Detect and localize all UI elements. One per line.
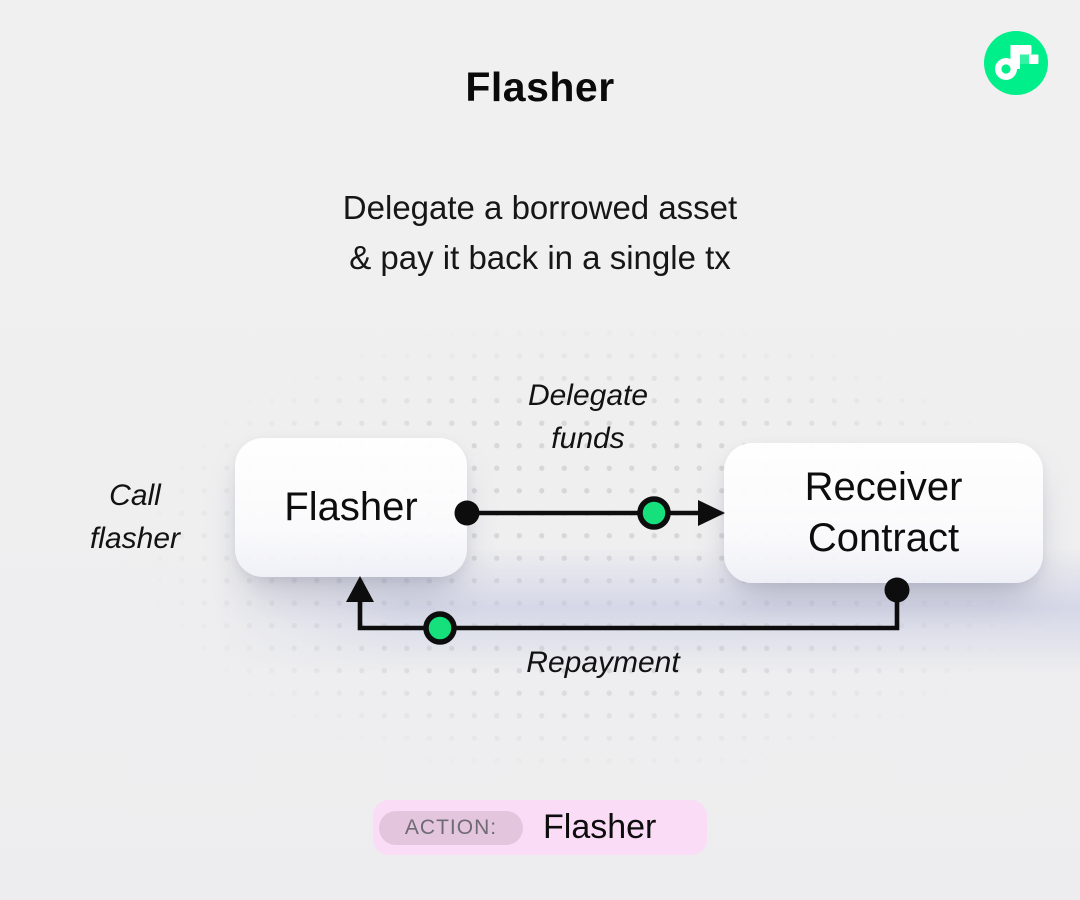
arrowhead-right-icon bbox=[698, 500, 725, 526]
node-receiver-contract: Receiver Contract bbox=[724, 443, 1043, 583]
flow-logo-icon bbox=[984, 31, 1048, 95]
node-receiver-contract-label: Receiver Contract bbox=[804, 465, 963, 560]
edge-label-call-flasher: Call flasher bbox=[89, 479, 181, 555]
edge-label-repayment: Repayment bbox=[526, 646, 680, 679]
subtitle-line-2: & pay it back in a single tx bbox=[349, 239, 731, 276]
node-flasher-label: Flasher bbox=[284, 485, 418, 529]
node-flasher: Flasher bbox=[235, 438, 467, 577]
edge-repayment-arrow bbox=[346, 576, 910, 645]
edge-label-delegate-funds: Delegate funds bbox=[527, 379, 649, 455]
arrowhead-up-icon bbox=[346, 576, 374, 602]
subtitle-line-1: Delegate a borrowed asset bbox=[342, 189, 738, 226]
page-title: Flasher bbox=[465, 64, 615, 110]
green-marker-dot bbox=[637, 496, 671, 530]
page-subtitle: Delegate a borrowed asset & pay it back … bbox=[0, 183, 1080, 283]
edge-start-dot bbox=[884, 577, 910, 603]
green-marker-dot bbox=[423, 611, 457, 645]
edge-delegate-funds-arrow bbox=[454, 496, 725, 530]
edge-start-dot bbox=[454, 500, 480, 526]
action-chip: ACTION: bbox=[379, 810, 523, 845]
action-badge: ACTION: Flasher bbox=[373, 800, 707, 855]
action-value: Flasher bbox=[543, 808, 657, 846]
